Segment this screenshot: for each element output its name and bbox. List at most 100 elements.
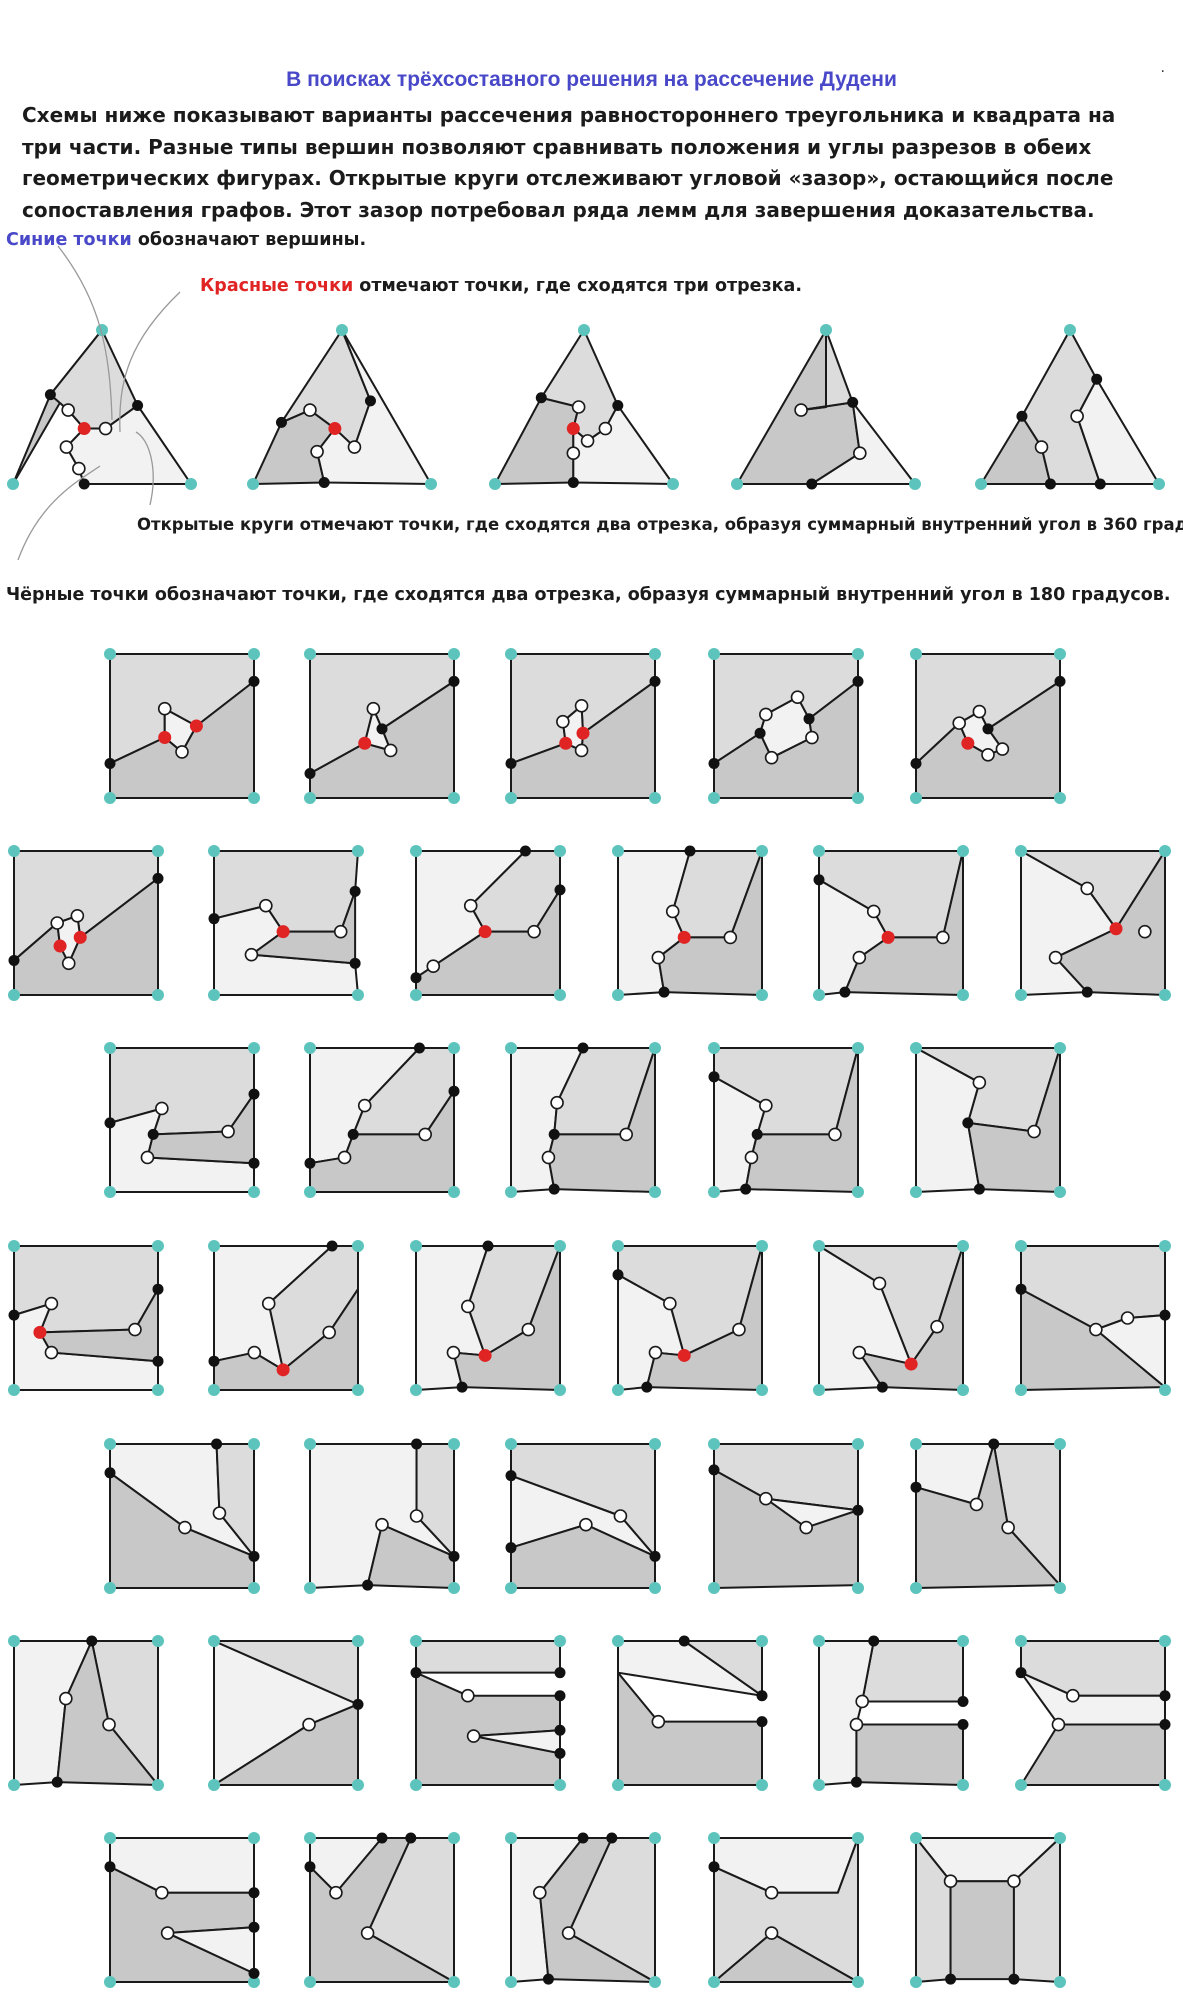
open-dot [579,1517,593,1532]
black-dot [945,1973,957,1985]
black-dot [8,1309,20,1321]
open-dot [72,461,86,476]
square-21 [1015,1240,1171,1396]
black-dot [542,1973,554,1985]
black-dot [577,1832,589,1844]
vertex-dot [756,1384,768,1396]
open-dot [426,959,441,973]
black-dot [910,757,922,769]
leader-line [57,245,113,421]
open-dot [930,1319,944,1334]
open-dot [1120,1311,1135,1325]
red-dot [559,736,573,750]
vertex-dot [731,478,743,490]
square-27 [8,1635,164,1791]
black-dot [86,1635,98,1647]
square-0 [104,648,260,804]
open-dot [598,421,613,436]
open-dot [244,947,259,962]
open-dot [102,1717,116,1732]
open-dot [259,898,273,913]
black-dot [1044,478,1056,490]
square-28 [208,1635,364,1791]
vertex-dot [910,1832,922,1844]
open-dot [322,1325,336,1340]
vertex-dot [852,1042,864,1054]
red-dot [158,731,172,745]
vertex-dot [813,1240,825,1252]
vertex-dot [649,792,661,804]
black-dot [813,874,825,886]
open-dot [1070,409,1084,424]
vertex-dot [649,1438,661,1450]
black-dot [577,1042,589,1054]
black-dot [678,1635,690,1647]
black-dot [132,399,144,411]
vertex-dot [248,1976,260,1988]
red-dot [53,939,67,953]
square-5 [8,845,164,1001]
open-dot [663,1296,677,1311]
open-dot [366,701,381,716]
vertex-dot [1159,1384,1171,1396]
intro-paragraph: Схемы ниже показывают варианты рассечени… [22,103,1116,222]
vertex-dot [910,1582,922,1594]
square-piece [966,1047,1061,1193]
black-dot [554,884,566,896]
square-3 [708,648,864,804]
square-22 [104,1438,260,1594]
black-dot [78,478,90,490]
black-dot [44,389,56,401]
legend-black: Чёрные точки обозначают точки, где сходя… [6,585,1171,605]
vertex-dot [8,845,20,857]
vertex-dot [554,1240,566,1252]
vertex-dot [7,478,19,490]
open-dot [855,1694,870,1709]
triangle-piece [494,396,580,485]
open-dot [799,1520,813,1535]
open-dot [409,1509,424,1523]
open-dot [744,1150,759,1165]
vertex-dot [1159,1779,1171,1791]
vertex-dot [1015,1779,1027,1791]
vertex-dot [410,845,422,857]
black-dot [51,1776,63,1788]
vertex-dot [612,1240,624,1252]
square-15 [910,1042,1066,1198]
black-dot [211,1438,223,1450]
open-dot [98,421,113,436]
open-dot [648,1345,663,1360]
open-dot [651,1714,666,1729]
open-dot [764,1926,779,1940]
vertex-dot [448,1042,460,1054]
vertex-dot [820,324,832,336]
vertex-dot [505,1438,517,1450]
open-dot [1089,1322,1103,1337]
black-dot [535,392,547,404]
square-piece [617,1671,763,1786]
vertex-dot [152,845,164,857]
vertex-dot [1054,1832,1066,1844]
black-dot [1008,1973,1020,1985]
vertex-dot [957,989,969,1001]
black-dot [876,1381,888,1393]
open-dot [1066,1688,1080,1703]
black-dot [754,727,766,739]
black-dot [708,1861,720,1873]
vertex-dot [1054,1186,1066,1198]
vertex-dot [248,648,260,660]
black-dot [803,713,815,725]
black-dot [957,1695,969,1707]
vertex-dot [489,478,501,490]
open-dot [59,1691,73,1706]
vertex-dot [448,1832,460,1844]
open-dot [952,716,967,730]
black-dot [973,1183,985,1195]
square-piece [472,1729,561,1755]
black-dot [248,1887,260,1899]
black-dot [988,1438,1000,1450]
open-dot [969,1497,984,1512]
square-25 [708,1438,864,1594]
black-dot [852,1504,864,1516]
square-piece [56,1640,159,1786]
